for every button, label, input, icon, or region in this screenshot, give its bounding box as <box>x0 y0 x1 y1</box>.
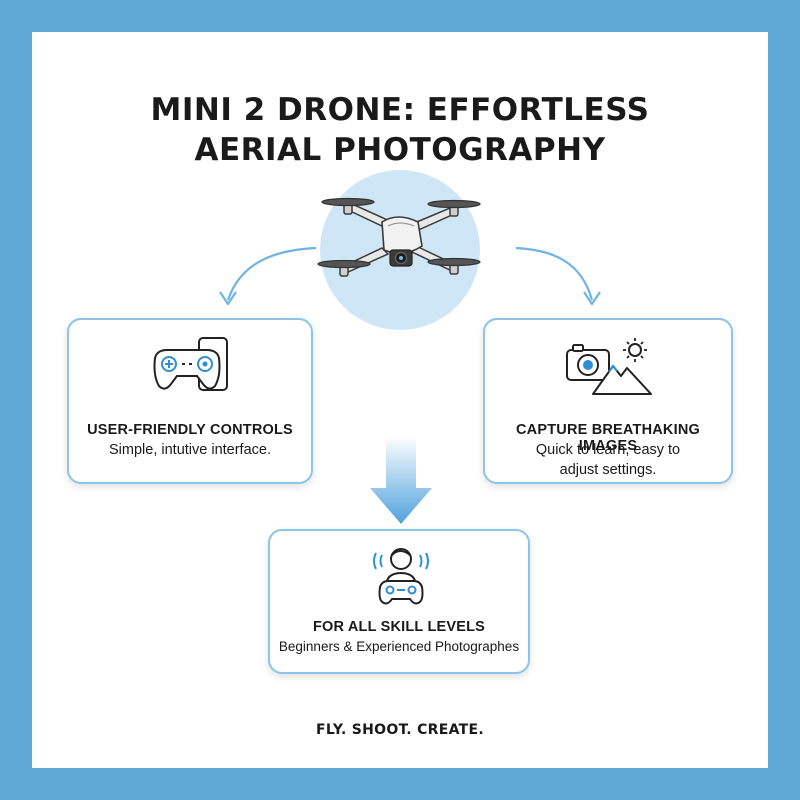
title-line-1: MINI 2 DRONE: EFFORTLESS <box>150 92 650 128</box>
page-title: MINI 2 DRONE: EFFORTLESS AERIAL PHOTOGRA… <box>32 90 768 170</box>
card-subtitle: Simple, intutive interface. <box>109 442 271 458</box>
card-all-skill-levels: FOR ALL SKILL LEVELS Beginners & Experie… <box>268 529 530 674</box>
tagline: FLY. SHOOT. CREATE. <box>315 722 485 738</box>
curved-arrow-left-icon <box>219 246 317 306</box>
person-controller-icon <box>373 548 429 605</box>
card-capture-images: CAPTURE BREATHAKING IMAGES Quick to lear… <box>483 318 733 484</box>
drone-icon <box>317 197 481 277</box>
card-user-friendly-controls: USER-FRIENDLY CONTROLS Simple, intutive … <box>67 318 313 484</box>
card-subtitle-line-1: Quick to learn, easy to <box>535 442 681 458</box>
infographic-panel: MINI 2 DRONE: EFFORTLESS AERIAL PHOTOGRA… <box>32 32 768 768</box>
gamepad-phone-icon <box>153 337 228 391</box>
card-subtitle-line-2: adjust settings. <box>559 462 657 478</box>
title-line-2: AERIAL PHOTOGRAPHY <box>194 132 606 168</box>
down-arrow-icon <box>370 436 432 524</box>
drone-hero-circle <box>317 170 481 330</box>
card-heading: CAPTURE BREATHAKING IMAGES <box>516 422 700 454</box>
card-heading: FOR ALL SKILL LEVELS <box>312 619 486 635</box>
card-subtitle: Beginners & Experienced Photographes <box>278 639 520 654</box>
card-heading: USER-FRIENDLY CONTROLS <box>87 422 293 438</box>
camera-mountain-icon <box>566 338 652 395</box>
curved-arrow-right-icon <box>515 246 601 306</box>
